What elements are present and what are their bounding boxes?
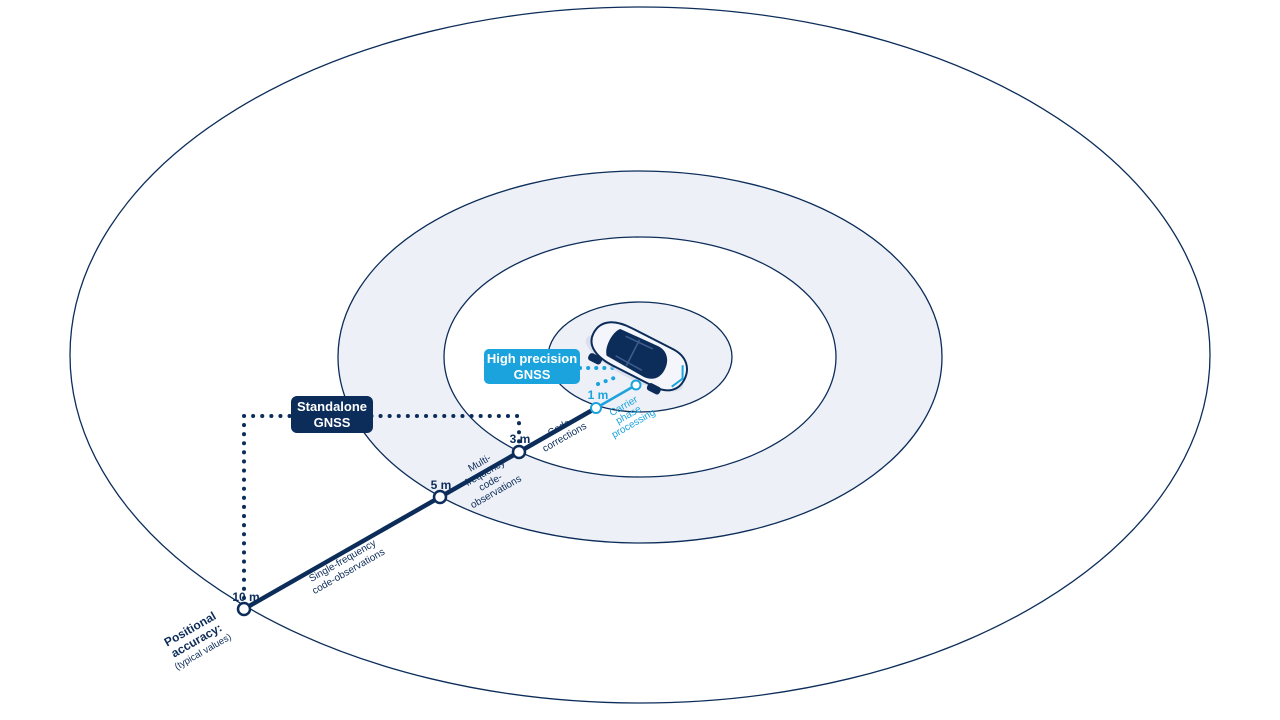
marker-1m: 1 m xyxy=(588,388,609,414)
high-precision-gnss-box: High precision GNSS xyxy=(484,349,580,384)
standalone-gnss-line2: GNSS xyxy=(314,415,351,430)
marker-3m-label: 3 m xyxy=(510,432,531,446)
standalone-gnss-box: Standalone GNSS xyxy=(291,396,373,433)
marker-10m-label: 10 m xyxy=(232,590,259,604)
marker-5m: 5 m xyxy=(431,478,452,505)
standalone-dotted-connector xyxy=(242,414,521,600)
accuracy-axis-line xyxy=(242,406,598,611)
positional-accuracy-label: Positional accuracy: (typical values) xyxy=(162,609,234,673)
marker-10m: 10 m xyxy=(232,590,260,617)
marker-3m: 3 m xyxy=(510,432,531,460)
car-endpoint-marker xyxy=(630,379,642,391)
high-precision-line2: GNSS xyxy=(514,367,551,382)
standalone-gnss-line1: Standalone xyxy=(297,399,367,414)
high-precision-line1: High precision xyxy=(487,351,577,366)
marker-5m-label: 5 m xyxy=(431,478,452,492)
carrier-phase-line xyxy=(595,383,637,410)
high-precision-dotted-connector-2 xyxy=(596,376,616,386)
car-icon xyxy=(585,321,688,395)
marker-1m-label: 1 m xyxy=(588,388,609,402)
